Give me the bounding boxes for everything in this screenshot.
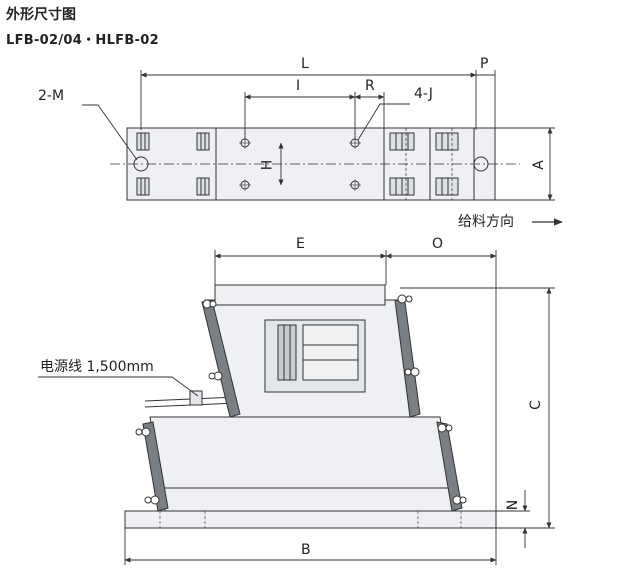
dim-n-label: N xyxy=(505,499,522,511)
top-view-dimensions xyxy=(82,70,563,226)
dim-h-label: H xyxy=(259,159,276,171)
dim-a-label: A xyxy=(530,160,547,170)
drawing-title: 外形尺寸图 xyxy=(6,7,76,23)
front-view-dimensions xyxy=(38,250,555,565)
dim-l-label: L xyxy=(301,56,309,72)
dim-r-label: R xyxy=(365,78,375,94)
model-numbers: LFB-02/04・HLFB-02 xyxy=(6,33,159,48)
feed-direction-label: 给料方向 xyxy=(458,214,514,230)
dim-i-label: I xyxy=(296,78,301,94)
lower-spring-right xyxy=(436,421,463,512)
dim-e-label: E xyxy=(296,236,305,252)
dim-o-label: O xyxy=(432,236,444,252)
dim-p-label: P xyxy=(480,56,489,72)
base-plate xyxy=(124,510,497,529)
dim-j-label: 4-J xyxy=(414,86,433,102)
lower-body xyxy=(149,416,456,512)
dim-m-label: 2-M xyxy=(38,88,65,104)
mount-hole-left xyxy=(133,156,149,172)
lower-spring-left xyxy=(142,421,169,512)
power-cable-label: 电源线 1,500mm xyxy=(40,359,154,375)
front-view xyxy=(124,284,497,529)
top-view xyxy=(110,127,520,201)
dim-b-label: B xyxy=(301,542,311,558)
dim-c-label: C xyxy=(527,400,544,410)
mount-hole-right xyxy=(473,156,489,172)
